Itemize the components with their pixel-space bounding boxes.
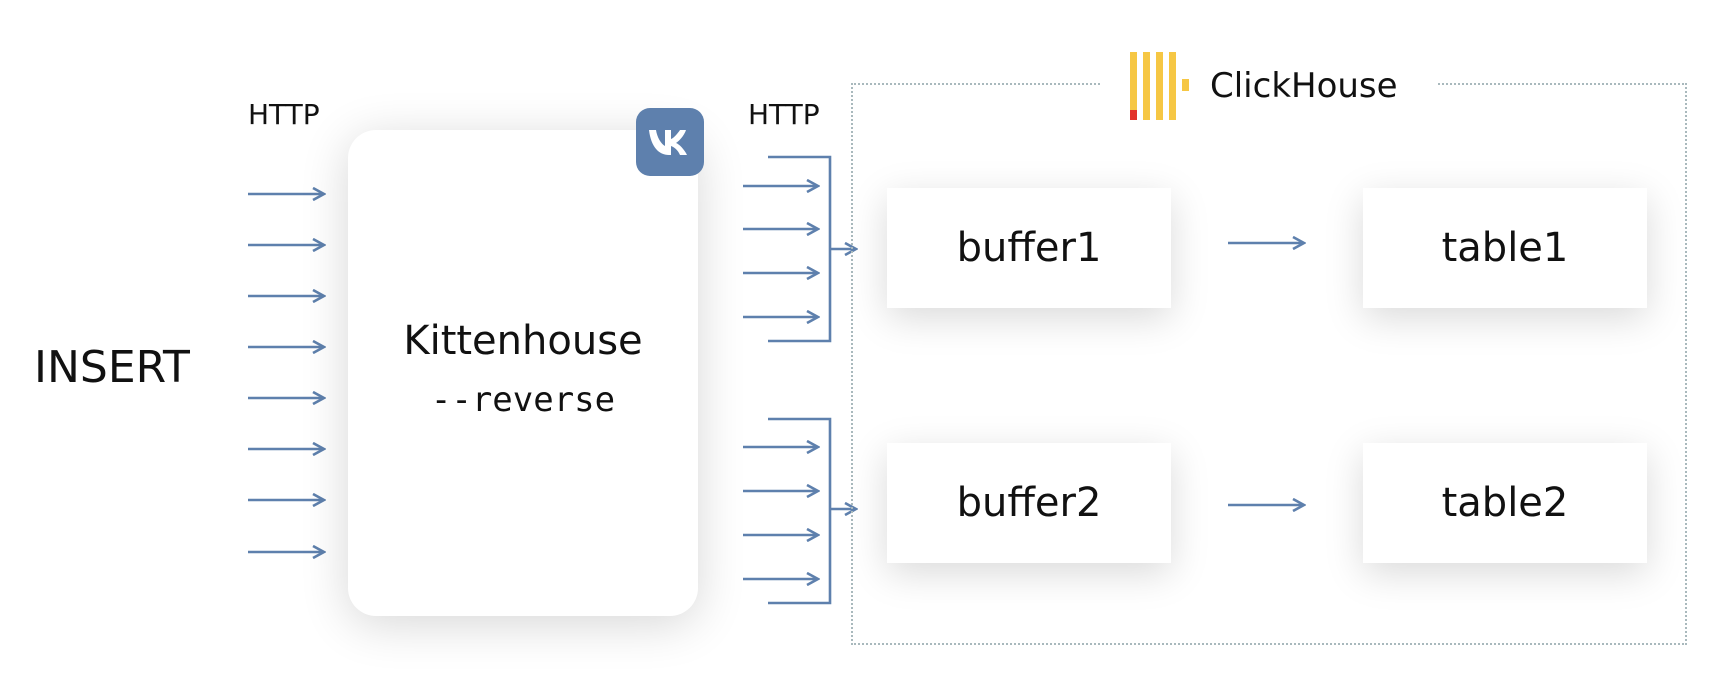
kittenhouse-title: Kittenhouse [403, 318, 643, 364]
buffer1-node: buffer1 [887, 188, 1171, 308]
buffer2-input-bracket [768, 417, 832, 605]
kittenhouse-flag: --reverse [430, 380, 616, 420]
table1-node: table1 [1363, 188, 1647, 308]
buffer1-input-bracket [768, 155, 832, 343]
http-label-right: HTTP [748, 98, 820, 131]
clickhouse-logo-icon [1130, 52, 1189, 120]
kittenhouse-box [348, 130, 698, 616]
clickhouse-title: ClickHouse [1210, 66, 1398, 106]
insert-label: INSERT [34, 342, 190, 393]
vk-icon [636, 108, 704, 176]
clickhouse-header: ClickHouse [1100, 50, 1436, 122]
http-label-left: HTTP [248, 98, 320, 131]
table2-node: table2 [1363, 443, 1647, 563]
buffer2-node: buffer2 [887, 443, 1171, 563]
